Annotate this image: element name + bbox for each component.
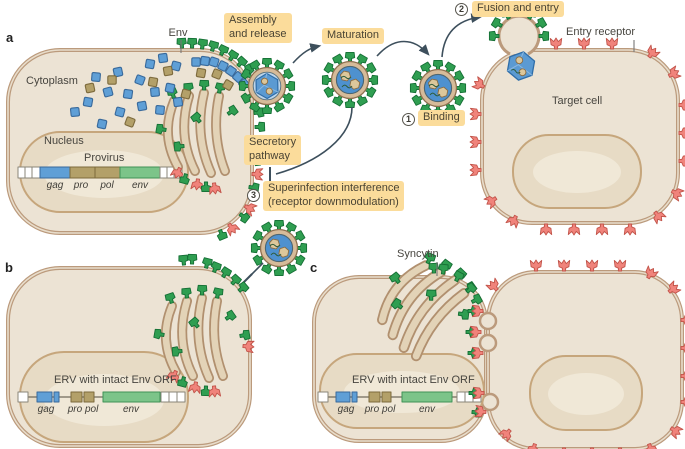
- gene-gag-label: gag: [46, 180, 64, 191]
- gene-pro-label: pro: [73, 180, 89, 191]
- gene-gag-label-b: gag: [37, 404, 55, 415]
- assembly-release-label: Assembly and release: [224, 13, 292, 43]
- fusion-entry-label: Fusion and entry: [472, 1, 564, 17]
- gene-propol-label-b: pro pol: [67, 404, 99, 415]
- erv-title-b: ERV with intact Env ORF: [54, 374, 177, 386]
- secretory-pathway-label: Secretory pathway: [244, 135, 302, 165]
- target-nucleus: [512, 134, 642, 209]
- superinfection-interference-label: Superinfection interference (receptor do…: [263, 181, 405, 211]
- erv-locus-b: [17, 391, 186, 403]
- interference-line1: Superinfection interference: [268, 182, 400, 194]
- env-callout: Env: [168, 27, 188, 39]
- gene-env-label: env: [131, 180, 149, 191]
- assembly-line1: Assembly: [229, 14, 277, 26]
- binding-virion: [410, 60, 465, 115]
- provirus-label: Provirus: [84, 152, 125, 164]
- gene-gag-label-c: gag: [337, 404, 355, 415]
- gene-propol-label-c: pro pol: [364, 404, 396, 415]
- membrane-fusion-loops: [478, 311, 500, 412]
- provirus-bar: [17, 166, 183, 179]
- partner-nucleus: [529, 355, 643, 431]
- nucleus-label: Nucleus: [44, 135, 84, 147]
- erv-title-c: ERV with intact Env ORF: [352, 374, 475, 386]
- panel-a-label: a: [6, 30, 14, 45]
- interference-step-number: 3: [247, 189, 260, 202]
- target-cell-label: Target cell: [552, 95, 603, 107]
- binding-label: Binding: [418, 110, 465, 126]
- maturing-virion: [322, 52, 377, 107]
- secretory-line1: Secretory: [249, 136, 297, 148]
- entry-receptor-label: Entry receptor: [566, 26, 636, 38]
- step-arrows: [269, 13, 483, 181]
- cytoplasm-label: Cytoplasm: [26, 75, 78, 87]
- inhibition-tbar: [241, 262, 264, 285]
- panel-c-label: c: [310, 260, 318, 275]
- assembly-line2: and release: [229, 27, 287, 40]
- gene-pol-label: pol: [100, 180, 114, 191]
- interference-line2: (receptor downmodulation): [268, 195, 399, 208]
- gene-env-label-b: env: [122, 404, 140, 415]
- panel-b-label: b: [5, 260, 13, 275]
- fusion-step-number: 2: [455, 3, 468, 16]
- syncytin-label: Syncytin: [397, 248, 439, 260]
- syncytin-nucleus: [319, 353, 485, 429]
- maturation-label: Maturation: [322, 28, 384, 44]
- binding-step-number: 1: [402, 113, 415, 126]
- callout-ticks: [180, 40, 635, 276]
- secretory-line2: pathway: [249, 149, 290, 162]
- gene-env-label-c: env: [418, 404, 436, 415]
